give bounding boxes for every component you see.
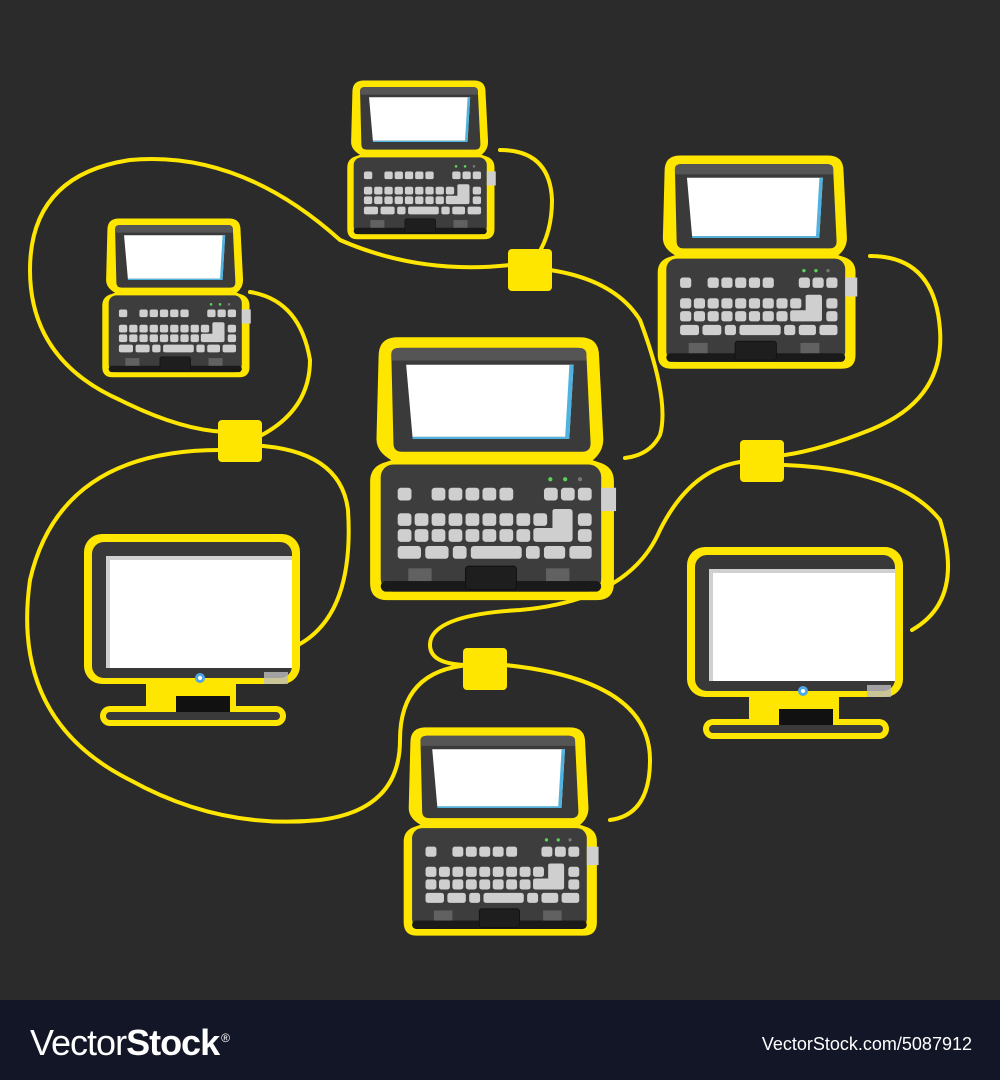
hub-top xyxy=(508,249,552,291)
laptop-top xyxy=(346,80,497,240)
network-illustration xyxy=(25,80,950,937)
hub-bottom xyxy=(463,648,507,690)
footer-bar: VectorStock® VectorStock.com/5087912 xyxy=(0,1000,1000,1080)
network-hubs xyxy=(218,249,784,690)
laptop-center xyxy=(369,336,617,601)
network-diagram-svg xyxy=(25,80,950,937)
registered-mark: ® xyxy=(221,1031,230,1045)
hub-right xyxy=(740,440,784,482)
monitor-right xyxy=(687,547,903,739)
laptop-bottom xyxy=(403,726,599,937)
hub-left xyxy=(218,420,262,462)
monitor-left xyxy=(84,534,300,726)
cables xyxy=(25,148,950,824)
laptop-left xyxy=(101,218,252,378)
laptop-top-right xyxy=(657,155,858,370)
vectorstock-logo: VectorStock® xyxy=(30,1022,230,1064)
brand-bold: Stock xyxy=(126,1022,220,1063)
brand-light: Vector xyxy=(30,1022,127,1063)
image-reference: VectorStock.com/5087912 xyxy=(761,1034,972,1054)
